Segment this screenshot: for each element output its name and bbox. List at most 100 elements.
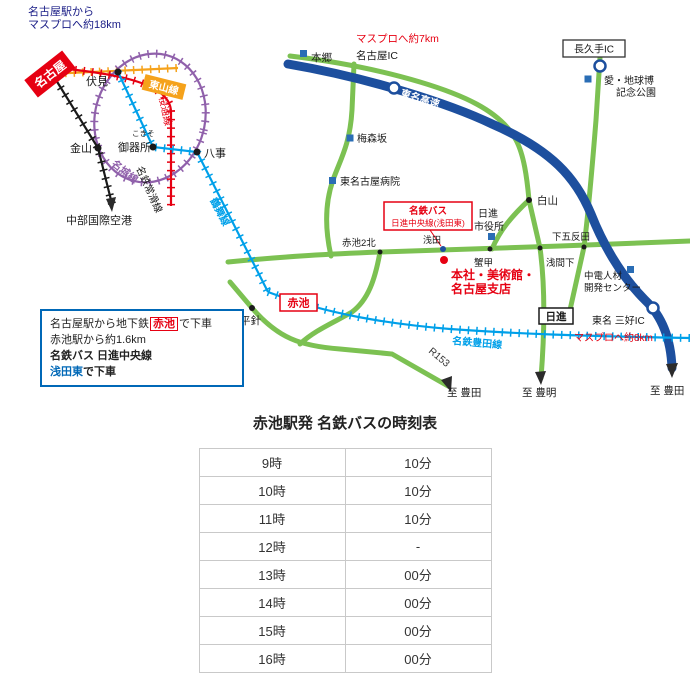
hirabari-dot <box>249 305 255 311</box>
chuden-center-icon <box>627 266 634 273</box>
label-to-toyoake: 至 豊明 <box>522 386 556 398</box>
hongo-station-icon <box>300 50 307 57</box>
nagakute-ic-icon <box>593 59 607 73</box>
label-nagakute-ic: 長久手IC <box>574 43 614 56</box>
label-to-toyota-2: 至 豊田 <box>650 384 684 397</box>
meijo-loop-ticks <box>80 41 220 195</box>
info-asadahigashi: 浅田東 <box>50 366 83 378</box>
to-toyota-arrow-1 <box>441 376 452 392</box>
info-line3: 名鉄バス 日進中央線 <box>50 350 153 362</box>
label-expo-line2: 記念公園 <box>616 86 656 99</box>
to-toyota-arrow-2 <box>666 363 678 378</box>
hour-cell: 11時 <box>198 504 346 533</box>
info-line4: 浅田東で下車 <box>50 364 234 380</box>
access-map-svg: 東名高速 名鉄バス 日進中央線(浅田東) 長久手IC <box>24 4 690 399</box>
info-line1-pre: 名古屋駅から地下鉄 <box>50 318 149 330</box>
akaike2kita-dot <box>377 249 383 255</box>
bus-callout-box <box>383 201 473 231</box>
akaike-box-rect <box>279 293 318 312</box>
minute-cell: 00分 <box>344 644 492 673</box>
hour-cell: 13時 <box>198 560 346 589</box>
label-kanayama: 金山 <box>70 141 92 155</box>
head-office-dot <box>440 256 448 264</box>
label-chuden-line2: 開発センター <box>584 282 641 294</box>
nisshin-box-rect <box>538 307 574 325</box>
label-asada: 浅田 <box>423 234 441 245</box>
hour-cell: 16時 <box>198 644 346 673</box>
hour-cell: 9時 <box>198 448 346 477</box>
minute-cell: 00分 <box>344 616 492 645</box>
city-hall-icon <box>488 233 495 240</box>
access-info-box: 名古屋駅から地下鉄赤池で下車 赤池駅から約1.6km 名鉄バス 日進中央線 浅田… <box>40 309 244 387</box>
meijo-loop-path <box>78 39 222 197</box>
akaike-station-box: 赤池 <box>279 293 318 312</box>
label-tomei-expressway: 東名高速 <box>399 86 441 110</box>
timetable-title: 赤池駅発 名鉄バスの時刻表 <box>252 415 438 432</box>
road-hakusan-kaniko <box>489 197 532 252</box>
nagakute-ic-box-rect <box>562 39 626 58</box>
label-r153: R153 <box>426 346 452 370</box>
info-line1: 名古屋駅から地下鉄赤池で下車 <box>50 316 234 332</box>
label-cityhall-line2: 市役所 <box>474 220 504 233</box>
label-note-line2: マスプロへ約18km <box>28 17 121 31</box>
label-to-toyota-1: 至 豊田 <box>447 386 481 398</box>
label-maspro-7km: マスプロへ約7km <box>356 32 439 45</box>
label-hirabari: 平針 <box>240 314 261 327</box>
info-line2: 赤池駅から約1.6km <box>50 334 146 346</box>
yagoto-station-dot <box>193 148 201 156</box>
nagoya-box-rect <box>24 50 76 98</box>
minute-cell: 10分 <box>344 476 492 505</box>
miyoshi-ic-icon <box>646 301 660 315</box>
label-toyota-line: 名鉄豊田線 <box>452 334 503 351</box>
fushimi-station-dot <box>114 68 122 76</box>
minute-cell: 10分 <box>344 504 492 533</box>
label-nagoya-ic: 名古屋IC <box>356 49 398 62</box>
umemorizaka-station-icon <box>346 134 354 142</box>
road-akaike-connector <box>297 249 383 347</box>
label-maspro-8km: マスプロへ約8km <box>574 331 653 344</box>
hour-cell: 10時 <box>198 476 346 505</box>
label-gokiso: 御器所 <box>118 140 151 154</box>
road-nagakute-vertical <box>567 39 604 313</box>
label-yagoto: 八事 <box>204 147 226 160</box>
label-gokiso-kana: こきそ <box>132 129 155 138</box>
label-sengenshita: 浅間下 <box>546 257 575 269</box>
nagoya-ic-icon <box>387 81 401 95</box>
access-map: 東名高速 名鉄バス 日進中央線(浅田東) 長久手IC <box>24 4 690 399</box>
minute-cell: 10分 <box>344 448 492 477</box>
label-office-line2: 名古屋支店 <box>451 281 511 296</box>
meitetsu-toyota-line-path <box>266 290 690 340</box>
label-akaike2kita: 赤池2北 <box>342 237 376 249</box>
meitetsu-line-path <box>54 78 114 206</box>
kanayama-station-dot <box>94 144 102 152</box>
label-hongo: 本郷 <box>311 51 332 64</box>
label-bus-line1: 名鉄バス <box>409 205 447 217</box>
info-line4-post: で下車 <box>83 366 116 378</box>
minute-cell: 00分 <box>344 588 492 617</box>
label-fushimi: 伏見 <box>86 74 108 88</box>
table-row: 12時- <box>198 532 492 561</box>
label-kaniko: 蟹甲 <box>474 257 493 269</box>
label-chuden-line1: 中電人材 <box>584 270 623 282</box>
hour-cell: 12時 <box>198 532 346 561</box>
hour-cell: 14時 <box>198 588 346 617</box>
hour-cell: 15時 <box>198 616 346 645</box>
hospital-icon <box>329 177 336 184</box>
label-hakusan: 白山 <box>537 194 558 207</box>
kaniko-dot <box>487 246 493 252</box>
label-bus-line2: 日進中央線(浅田東) <box>391 218 465 228</box>
nisshin-station-box: 日進 <box>538 307 574 325</box>
higashiyama-badge-rect <box>141 74 187 100</box>
road-umemorizaka-vertical <box>324 61 357 259</box>
airport-arrow <box>106 197 116 212</box>
expo-park-icon <box>584 75 592 83</box>
meitetsu-line-ticks <box>56 80 112 204</box>
